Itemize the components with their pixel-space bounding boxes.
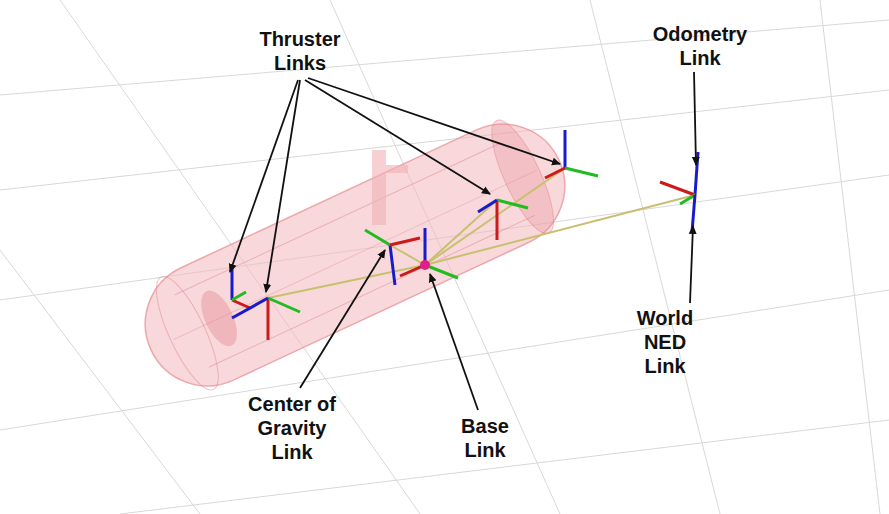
callout-label: World NED Link xyxy=(630,306,700,378)
callout-label: Odometry Link xyxy=(648,22,752,70)
callout-label: Center of Gravity Link xyxy=(238,392,346,464)
callout-label: Thruster Links xyxy=(250,27,350,75)
callout-label: Base Link xyxy=(452,414,518,462)
